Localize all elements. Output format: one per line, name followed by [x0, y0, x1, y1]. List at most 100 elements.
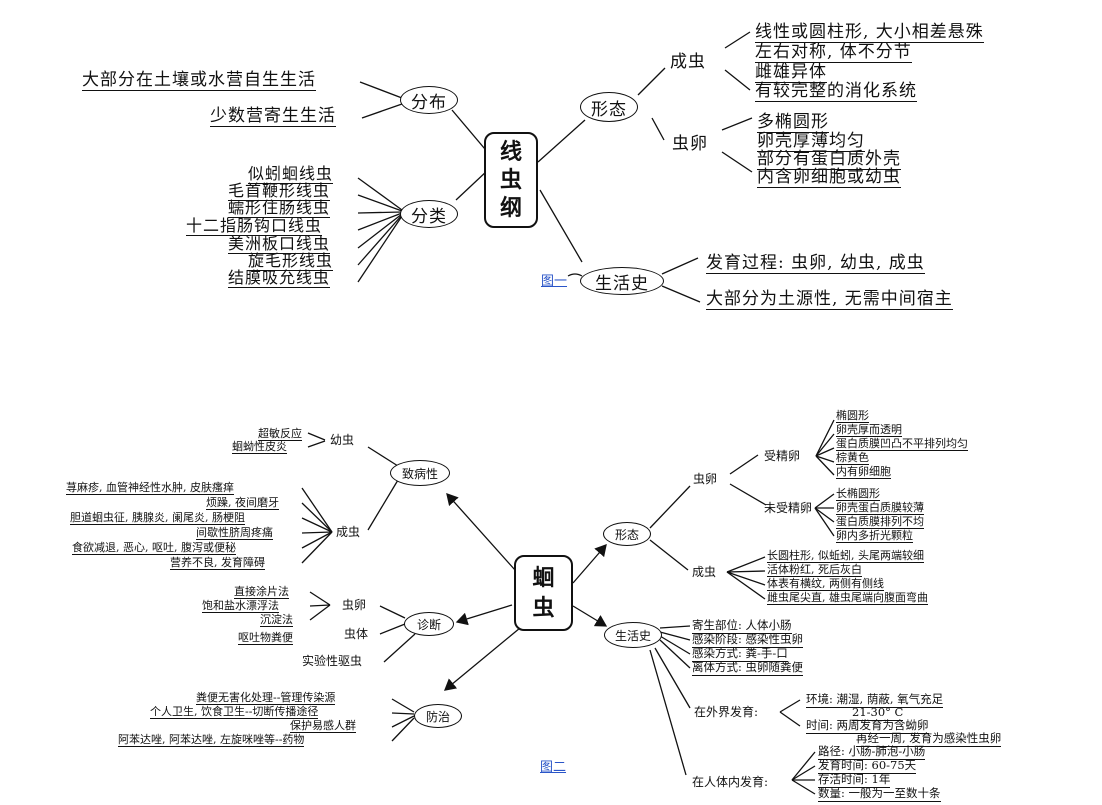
egg-item: 多椭圆形: [757, 112, 829, 133]
egg-item: 卵壳厚薄均匀: [757, 131, 865, 152]
egg-item: 内含卵细胞或幼虫: [757, 167, 901, 188]
fertilized-egg-item: 棕黄色: [836, 451, 869, 465]
node-life-history: 生活史: [580, 267, 664, 295]
classification-item: 结膜吸允线虫: [228, 268, 331, 288]
node-classification: 分类: [400, 200, 458, 228]
internal-development-label: 在人体内发育:: [692, 775, 769, 789]
node-pathogenicity-label: 致病性: [401, 466, 438, 481]
morphology-adult-label: 成虫: [692, 565, 717, 579]
external-development-item: 21-30° C: [852, 705, 904, 721]
larva-item: 超敏反应: [258, 427, 302, 441]
adult-item: 雌雄异体: [755, 62, 827, 83]
fertilized-egg-item: 卵壳厚而透明: [836, 423, 902, 437]
egg-item: 部分有蛋白质外壳: [757, 149, 901, 170]
node-morphology-label: 形态: [591, 99, 627, 120]
node-diagnosis: 诊断: [404, 612, 454, 636]
node-diagnosis-label: 诊断: [416, 617, 441, 632]
adult-pathology-item: 食欲减退, 恶心, 呕吐, 腹泻或便秘: [72, 541, 236, 555]
morphology-egg-label: 虫卵: [693, 472, 718, 486]
external-development-item: 时间: 两周发育为含蚴卵: [806, 718, 929, 734]
fertilized-egg-label: 受精卵: [764, 449, 801, 463]
internal-development-item: 存活时间: 1年: [818, 772, 891, 788]
adult-pathology-item: 烦躁, 夜间磨牙: [206, 496, 279, 510]
morphology-egg-label: 虫卵: [672, 134, 708, 154]
figure-2-caption: 图二: [540, 760, 567, 775]
diagnosis-expulsion-label: 实验性驱虫: [302, 654, 363, 668]
prevention-item: 阿苯达唑, 阿苯达唑, 左旋咪唑等--药物: [118, 733, 305, 747]
unfertilized-egg-item: 卵内多折光颗粒: [836, 529, 913, 543]
prevention-item: 个人卫生, 饮食卫生--切断传播途径: [150, 705, 319, 719]
larva-item: 蛔蚴性皮炎: [232, 440, 287, 454]
fertilized-egg-item: 内有卵细胞: [836, 465, 891, 479]
diagnosis-egg-item: 直接涂片法: [234, 585, 289, 599]
node-life-history: 生活史: [604, 622, 662, 648]
node-morphology-label: 形态: [614, 527, 639, 542]
node-life-history-label: 生活史: [595, 273, 649, 294]
classification-item: 旋毛形线虫: [248, 251, 334, 271]
classification-item: 美洲板口线虫: [228, 234, 331, 254]
root-node-nematoda: 线 虫 纲: [484, 132, 538, 228]
node-morphology: 形态: [603, 522, 651, 546]
prevention-item: 粪便无害化处理--管理传染源: [196, 691, 336, 705]
adult-pathology-item: 荨麻疹, 血管神经性水肿, 皮肤瘙痒: [66, 481, 234, 495]
diagnosis-adult-label: 虫体: [344, 627, 369, 641]
unfertilized-egg-item: 长椭圆形: [836, 487, 880, 501]
root-char-2: 虫: [499, 167, 522, 193]
adult-morphology-item: 长圆柱形, 似蚯蚓, 头尾两端较细: [767, 549, 924, 563]
classification-item: 毛首鞭形线虫: [228, 181, 331, 201]
life-history-item: 寄生部位: 人体小肠: [692, 618, 792, 634]
root-char-3: 纲: [499, 195, 522, 221]
life-history-item: 离体方式: 虫卵随粪便: [692, 660, 804, 676]
morphology-adult-label: 成虫: [670, 52, 706, 72]
classification-item: 似蚓蛔线虫: [248, 164, 334, 184]
diagnosis-egg-item: 饱和盐水漂浮法: [202, 599, 279, 613]
life-history-item: 感染方式: 粪-手-口: [692, 646, 788, 662]
node-life-history-label: 生活史: [614, 628, 651, 643]
adult-morphology-item: 体表有横纹, 两侧有侧线: [767, 577, 884, 591]
internal-development-item: 路径: 小肠-肺泡-小肠: [818, 744, 926, 760]
adult-item: 左右对称, 体不分节: [755, 42, 912, 63]
root-char-1: 蛔: [532, 565, 555, 591]
adult-pathology-item: 营养不良, 发育障碍: [170, 556, 265, 570]
unfertilized-egg-item: 卵壳蛋白质膜较薄: [836, 501, 924, 515]
unfertilized-egg-item: 蛋白质膜排列不均: [836, 515, 924, 529]
distribution-item-1: 大部分在土壤或水营自生生活: [82, 70, 316, 91]
root-char-2: 虫: [532, 595, 555, 621]
node-classification-label: 分类: [411, 206, 447, 227]
classification-item: 蠕形住肠线虫: [228, 198, 331, 218]
adult-pathology-item: 胆道蛔虫征, 胰腺炎, 阑尾炎, 肠梗阻: [70, 511, 245, 525]
external-development-label: 在外界发育:: [694, 705, 759, 719]
node-distribution: 分布: [400, 86, 458, 114]
classification-item: 十二指肠钩口线虫: [186, 216, 323, 236]
diagnosis-vomit-item: 呕吐物粪便: [238, 631, 293, 645]
fertilized-egg-item: 蛋白质膜凹凸不平排列均匀: [836, 437, 968, 451]
prevention-item: 保护易感人群: [290, 719, 356, 733]
adult-pathology-item: 间歇性脐周疼痛: [196, 526, 273, 540]
distribution-item-2: 少数营寄生生活: [210, 106, 336, 127]
node-prevention-label: 防治: [425, 709, 450, 724]
adult-item: 线性或圆柱形, 大小相差悬殊: [755, 22, 984, 43]
diagnosis-egg-label: 虫卵: [342, 598, 367, 612]
life-history-item: 大部分为土源性, 无需中间宿主: [706, 289, 953, 310]
life-history-item: 感染阶段: 感染性虫卵: [692, 632, 804, 648]
fertilized-egg-item: 椭圆形: [836, 409, 869, 423]
internal-development-item: 数量: 一般为一至数十条: [818, 786, 941, 802]
adult-item: 有较完整的消化系统: [755, 81, 917, 102]
diagnosis-egg-item: 沉淀法: [260, 613, 293, 627]
root-char-1: 线: [499, 139, 522, 165]
adult-morphology-item: 活体粉红, 死后灰白: [767, 563, 862, 577]
root-node-ascaris: 蛔 虫: [514, 555, 573, 631]
internal-development-item: 发育时间: 60-75天: [818, 758, 917, 774]
pathogenicity-adult-label: 成虫: [336, 525, 361, 539]
node-morphology: 形态: [580, 92, 638, 122]
pathogenicity-larva-label: 幼虫: [330, 433, 355, 447]
external-development-item: 环境: 潮湿, 荫蔽, 氧气充足: [806, 692, 944, 708]
life-history-item: 发育过程: 虫卵, 幼虫, 成虫: [706, 253, 925, 274]
node-distribution-label: 分布: [411, 92, 447, 113]
node-prevention: 防治: [414, 704, 462, 728]
node-pathogenicity: 致病性: [390, 460, 450, 486]
unfertilized-egg-label: 未受精卵: [764, 501, 813, 515]
figure-1-caption: 图一: [541, 274, 568, 289]
external-development-item: 再经一周, 发育为感染性虫卵: [856, 731, 1002, 747]
